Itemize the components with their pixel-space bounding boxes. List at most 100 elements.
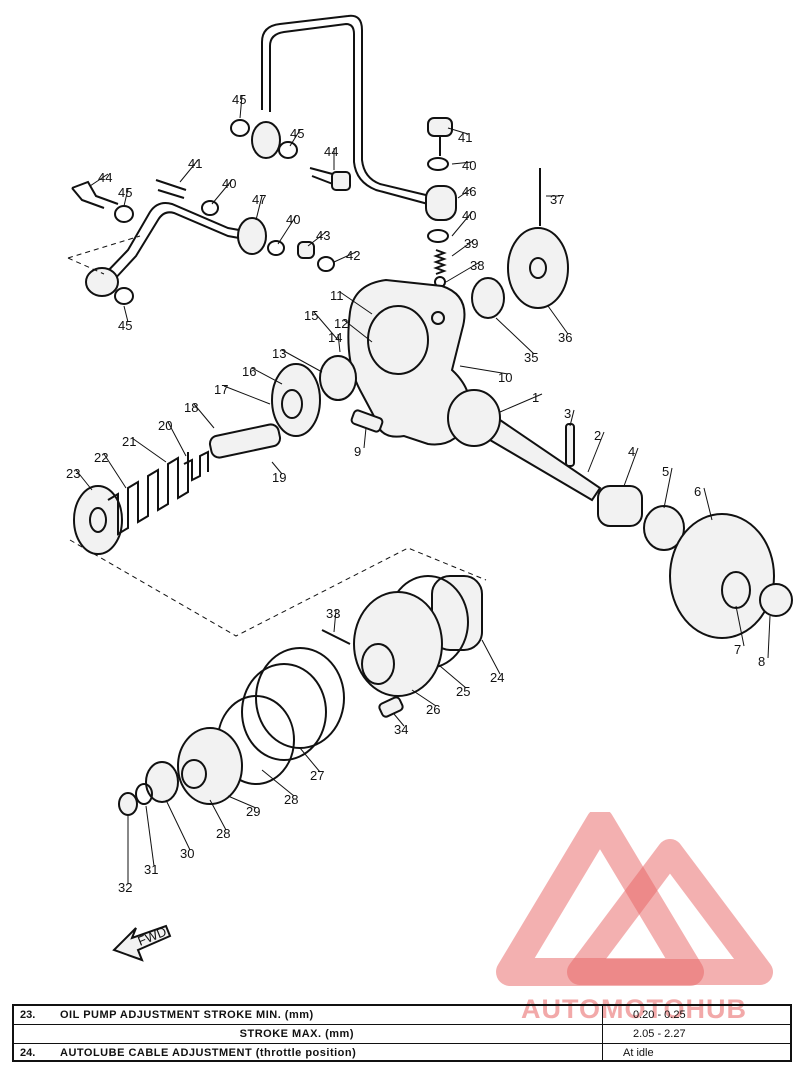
callout-leader	[343, 319, 373, 343]
callout-leader	[445, 261, 481, 283]
callout-leader	[735, 605, 745, 647]
spec-value: At idle	[602, 1044, 790, 1062]
callout-leader	[333, 609, 337, 633]
bleed-screw-43	[297, 241, 315, 259]
callout-label: 6	[694, 484, 701, 499]
callout-leader	[239, 95, 243, 119]
washer-23-hole	[89, 507, 107, 533]
callout-label: 26	[426, 702, 440, 717]
callout-leader	[103, 453, 127, 489]
washer-40-d	[427, 229, 449, 243]
callout-leader	[339, 291, 373, 315]
spec-number: 23.	[20, 1009, 36, 1021]
callout-label: 46	[462, 184, 476, 199]
cover-26-boss	[361, 643, 395, 685]
callout-leader	[457, 187, 473, 199]
callout-label: 3	[564, 406, 571, 421]
bolt-44-head	[331, 171, 351, 191]
callout-label: 41	[458, 130, 472, 145]
spec-value: 0.20 - 0.25	[602, 1006, 790, 1024]
callout-label: 16	[242, 364, 256, 379]
callout-label: 33	[326, 606, 340, 621]
callout-label: 47	[252, 192, 266, 207]
callout-leader	[165, 799, 191, 851]
callout-label: 45	[118, 318, 132, 333]
plunger-18	[208, 423, 282, 459]
callout-label: 1	[532, 390, 539, 405]
callout-leader	[459, 365, 509, 375]
callout-leader	[223, 385, 271, 405]
cam-13	[319, 355, 357, 401]
callout-leader	[451, 161, 473, 165]
callout-label: 9	[354, 444, 361, 459]
worm-gear-6	[669, 513, 775, 639]
callout-label: 27	[310, 768, 324, 783]
callout-label: 22	[94, 450, 108, 465]
callout-leader	[499, 393, 543, 413]
pin-33	[321, 629, 351, 645]
nut-8	[759, 583, 793, 617]
screw-34	[378, 696, 404, 718]
callout-label: 20	[158, 418, 172, 433]
washer-40-a	[201, 200, 219, 216]
callout-label: 32	[118, 880, 132, 895]
callout-label: 29	[246, 804, 260, 819]
callout-label: 8	[758, 654, 765, 669]
callout-label: 10	[498, 370, 512, 385]
spec-label: STROKE MAX. (mm)	[239, 1028, 354, 1040]
callout-leader	[123, 188, 129, 207]
washer-45-left	[114, 205, 134, 223]
callout-label: 41	[188, 156, 202, 171]
callout-label: 44	[98, 170, 112, 185]
o-ring-27b	[241, 663, 327, 761]
callout-label: 39	[464, 236, 478, 251]
callout-leader	[337, 333, 341, 353]
pump-body-port	[431, 311, 445, 325]
callout-label: 36	[558, 330, 572, 345]
pump-body-bore	[367, 305, 429, 375]
spec-label: AUTOLUBE CABLE ADJUSTMENT (throttle posi…	[60, 1047, 357, 1059]
callout-label: 15	[304, 308, 318, 323]
callout-leader	[209, 799, 227, 831]
callout-leader	[211, 179, 233, 205]
gasket-42	[317, 256, 335, 272]
callout-leader	[89, 173, 109, 187]
spec-label: OIL PUMP ADJUSTMENT STROKE MIN. (mm)	[60, 1009, 314, 1021]
nut-32	[118, 792, 138, 816]
callout-label: 2	[594, 428, 601, 443]
callout-leader	[393, 713, 405, 727]
callout-label: 38	[470, 258, 484, 273]
callout-leader	[547, 305, 569, 335]
callout-label: 11	[330, 288, 344, 303]
callout-label: 44	[324, 144, 338, 159]
callout-label: 43	[316, 228, 330, 243]
callout-label: 40	[286, 212, 300, 227]
callout-leader	[569, 409, 575, 427]
spring-22	[107, 452, 189, 536]
alignment-line-top	[67, 235, 141, 275]
washer-23	[73, 485, 123, 555]
oil-seal-35	[471, 277, 505, 319]
callout-label: 7	[734, 642, 741, 657]
alignment-line-bottom	[69, 539, 487, 637]
spring-39	[433, 249, 447, 275]
washer-45-mid	[278, 141, 298, 159]
gasket-1	[447, 389, 501, 447]
oil-pipe-upper-inner	[269, 22, 429, 205]
callout-label: 45	[232, 92, 246, 107]
watermark-text: AUTOMOTOHUB	[521, 994, 747, 1024]
callout-label: 45	[290, 126, 304, 141]
bolt-41-top	[427, 117, 453, 137]
bolt-44-left	[71, 180, 119, 209]
callout-leader	[289, 129, 301, 147]
callout-leader	[123, 305, 129, 323]
callout-label: 31	[144, 862, 158, 877]
callout-leader	[447, 127, 469, 135]
callout-label: 24	[490, 670, 504, 685]
callout-label: 28	[284, 792, 298, 807]
callout-label: 37	[550, 192, 564, 207]
watermark-logo-icon	[496, 812, 773, 986]
bolt-9	[350, 409, 384, 433]
callout-label: 25	[456, 684, 470, 699]
